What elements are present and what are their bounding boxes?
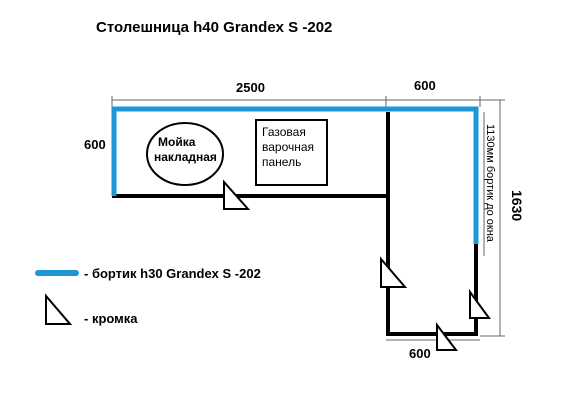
dim-label-top-right: 600 bbox=[414, 78, 436, 93]
legend-backsplash-label: - бортик h30 Grandex S -202 bbox=[84, 266, 261, 281]
sink-label-line1: Мойка bbox=[158, 135, 196, 149]
diagram-title: Столешница h40 Grandex S -202 bbox=[96, 19, 332, 36]
edge-marker-front bbox=[223, 179, 251, 210]
dim-label-left-depth: 600 bbox=[84, 137, 106, 152]
hob-label-line1: Газовая bbox=[262, 125, 306, 139]
sink-outline bbox=[146, 122, 224, 186]
hob-outline bbox=[255, 119, 328, 186]
legend-edge-icon bbox=[45, 293, 73, 325]
edge-marker-side bbox=[469, 288, 491, 319]
dim-label-2500: 2500 bbox=[236, 80, 265, 95]
legend-edge-label: - кромка bbox=[84, 311, 138, 326]
hob-label-line3: панель bbox=[262, 155, 301, 169]
countertop-outline bbox=[112, 112, 478, 336]
dim-label-1130: 1130мм бортик до окна bbox=[484, 124, 496, 243]
edge-marker-bottom bbox=[436, 322, 459, 351]
dim-label-1630: 1630 bbox=[509, 190, 525, 221]
edge-marker-inner bbox=[380, 256, 408, 288]
hob-label-line2: варочная bbox=[262, 140, 314, 154]
dim-label-bottom: 600 bbox=[409, 346, 431, 361]
backsplash-line bbox=[111, 106, 479, 244]
sink-label-line2: накладная bbox=[154, 150, 217, 164]
